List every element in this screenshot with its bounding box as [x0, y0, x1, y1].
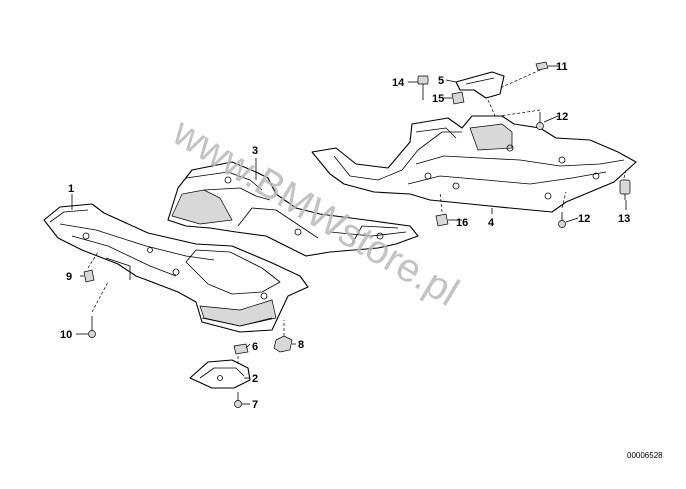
screw-12a-icon	[536, 112, 544, 130]
callout-12b: 12	[578, 213, 590, 225]
callout-7: 7	[252, 399, 258, 411]
clip-11-icon	[535, 61, 549, 71]
callout-16: 16	[456, 217, 468, 229]
part-4-right-shield	[311, 115, 637, 213]
part-3-center-shield	[167, 161, 419, 257]
nut-8-icon	[273, 335, 293, 353]
callout-numbers: 1 2 3 4 5 6 7 8 9 10 11 12 12 13 14 15 1…	[60, 61, 630, 411]
callout-6: 6	[252, 341, 258, 353]
bolt-14-icon	[417, 75, 429, 100]
callout-14: 14	[392, 77, 405, 89]
callout-1: 1	[68, 183, 74, 195]
fasteners	[83, 61, 631, 408]
screw-12b-icon	[558, 212, 566, 228]
callout-5: 5	[438, 75, 444, 87]
nut-15-icon	[451, 91, 465, 105]
diagram-code: 00006528	[627, 451, 663, 460]
part-5-bracket	[455, 71, 505, 99]
callout-4: 4	[488, 217, 495, 229]
callout-13: 13	[618, 213, 630, 225]
callout-15: 15	[432, 93, 444, 105]
part-1-left-shield	[43, 203, 309, 333]
callout-8: 8	[298, 339, 304, 351]
clip-6-icon	[233, 343, 249, 355]
screw-10-icon	[88, 316, 96, 338]
callout-12a: 12	[556, 111, 568, 123]
callout-11: 11	[556, 61, 568, 73]
callout-10: 10	[60, 329, 72, 341]
bolt-13-icon	[619, 179, 631, 200]
callout-9: 9	[66, 271, 72, 283]
screw-7-icon	[234, 392, 242, 408]
callout-3: 3	[252, 145, 258, 157]
clip-9-icon	[83, 269, 95, 283]
callout-2: 2	[252, 373, 258, 385]
part-2-bracket	[189, 359, 251, 389]
nut-16-icon	[435, 213, 449, 227]
leader-lines	[71, 65, 627, 405]
